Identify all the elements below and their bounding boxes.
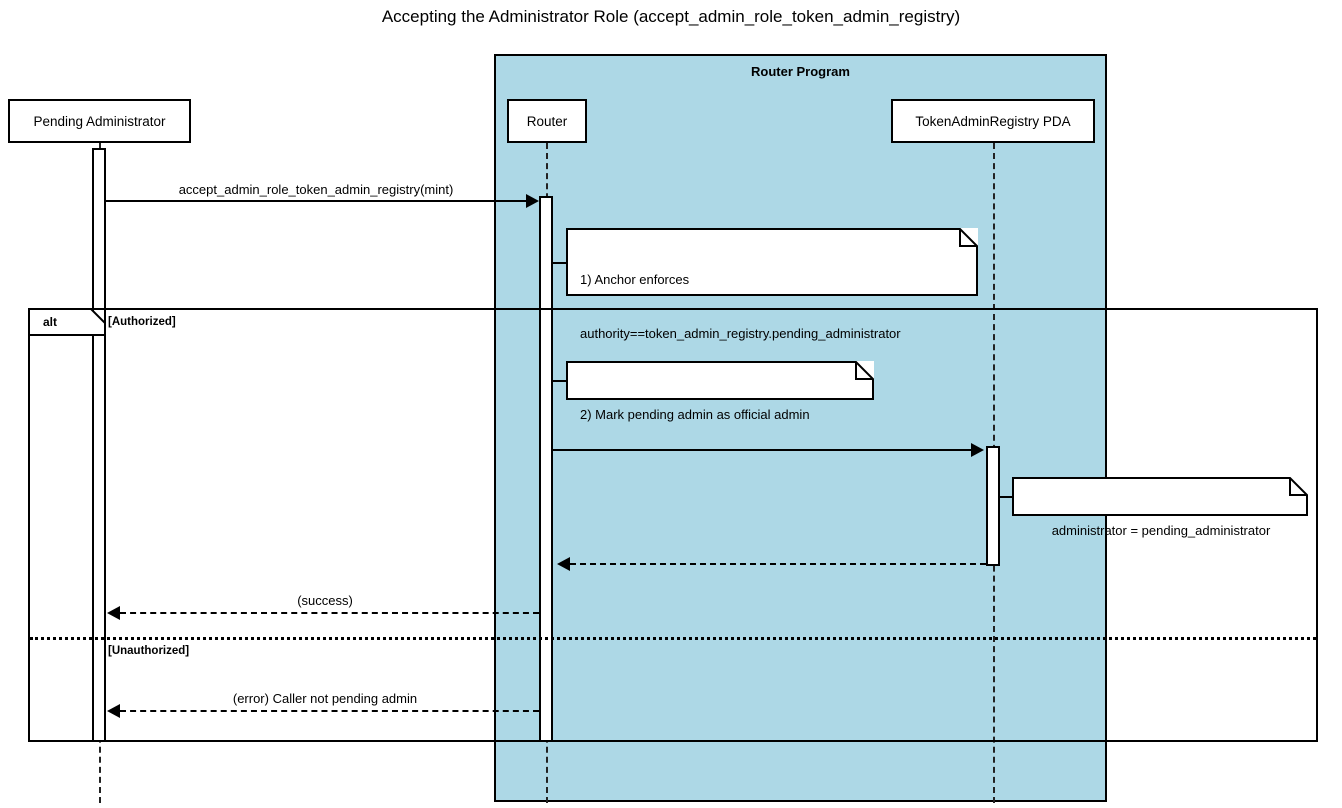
message-label-error-return: (error) Caller not pending admin	[232, 691, 418, 706]
arrowhead-accept-call	[526, 194, 539, 208]
note-line-1: 1) Anchor enforces	[580, 272, 690, 287]
message-line-registry-return	[570, 563, 986, 565]
combined-fragment-alt	[28, 308, 1318, 742]
arrowhead-success-return	[107, 606, 120, 620]
arrowhead-update-registry-call	[971, 443, 984, 457]
participant-token-admin-registry-pda[interactable]: TokenAdminRegistry PDA	[891, 99, 1095, 143]
fragment-tab-alt	[28, 308, 106, 341]
message-line-error-return	[120, 710, 539, 712]
note-shape-administrator-assign	[1012, 477, 1308, 516]
fragment-guard-unauthorized: [Unauthorized]	[108, 645, 190, 657]
note-line-1: administrator = pending_administrator	[1051, 523, 1271, 538]
group-box-router-program	[494, 54, 1107, 802]
message-label-accept-call: accept_admin_role_token_admin_registry(m…	[178, 182, 454, 197]
page-title: Accepting the Administrator Role (accept…	[381, 7, 961, 26]
note-text-administrator-assign: administrator = pending_administrator	[1012, 477, 1308, 583]
message-line-success-return	[120, 612, 539, 614]
note-line-1: 2) Mark pending admin as official admin	[580, 407, 810, 422]
note-shape-mark-admin	[566, 361, 874, 400]
note-administrator-assign: administrator = pending_administrator	[1012, 477, 1308, 538]
message-line-accept-call	[106, 200, 529, 202]
participant-router[interactable]: Router	[507, 99, 587, 143]
note-text-anchor-enforces: 1) Anchor enforces authority==token_admi…	[566, 228, 978, 386]
arrowhead-error-return	[107, 704, 120, 718]
message-line-update-registry-call	[553, 449, 973, 451]
group-label-router-program: Router Program	[751, 64, 850, 79]
activation-token-admin-registry-pda	[986, 446, 1000, 566]
fragment-tab-shape	[28, 308, 106, 336]
fragment-guard-authorized: [Authorized]	[108, 316, 176, 328]
fragment-divider	[30, 637, 1316, 640]
message-label-success-return: (success)	[297, 593, 353, 608]
participant-pending-administrator[interactable]: Pending Administrator	[8, 99, 191, 143]
note-shape-anchor-enforces	[566, 228, 978, 296]
fragment-kind-label: alt	[43, 315, 58, 329]
note-connector-administrator-assign	[1000, 496, 1014, 498]
note-line-2: authority==token_admin_registry.pending_…	[580, 326, 901, 341]
note-anchor-enforces: 1) Anchor enforces authority==token_admi…	[566, 228, 978, 341]
participant-label-token-admin-registry-pda: TokenAdminRegistry PDA	[915, 113, 1071, 129]
note-connector-mark-admin	[553, 380, 568, 382]
participant-label-router: Router	[526, 113, 568, 129]
note-connector-anchor-enforces	[553, 262, 568, 264]
note-text-mark-admin: 2) Mark pending admin as official admin	[566, 361, 874, 467]
arrowhead-registry-return	[557, 557, 570, 571]
note-mark-admin: 2) Mark pending admin as official admin	[566, 361, 874, 422]
participant-label-pending-administrator: Pending Administrator	[33, 113, 166, 129]
